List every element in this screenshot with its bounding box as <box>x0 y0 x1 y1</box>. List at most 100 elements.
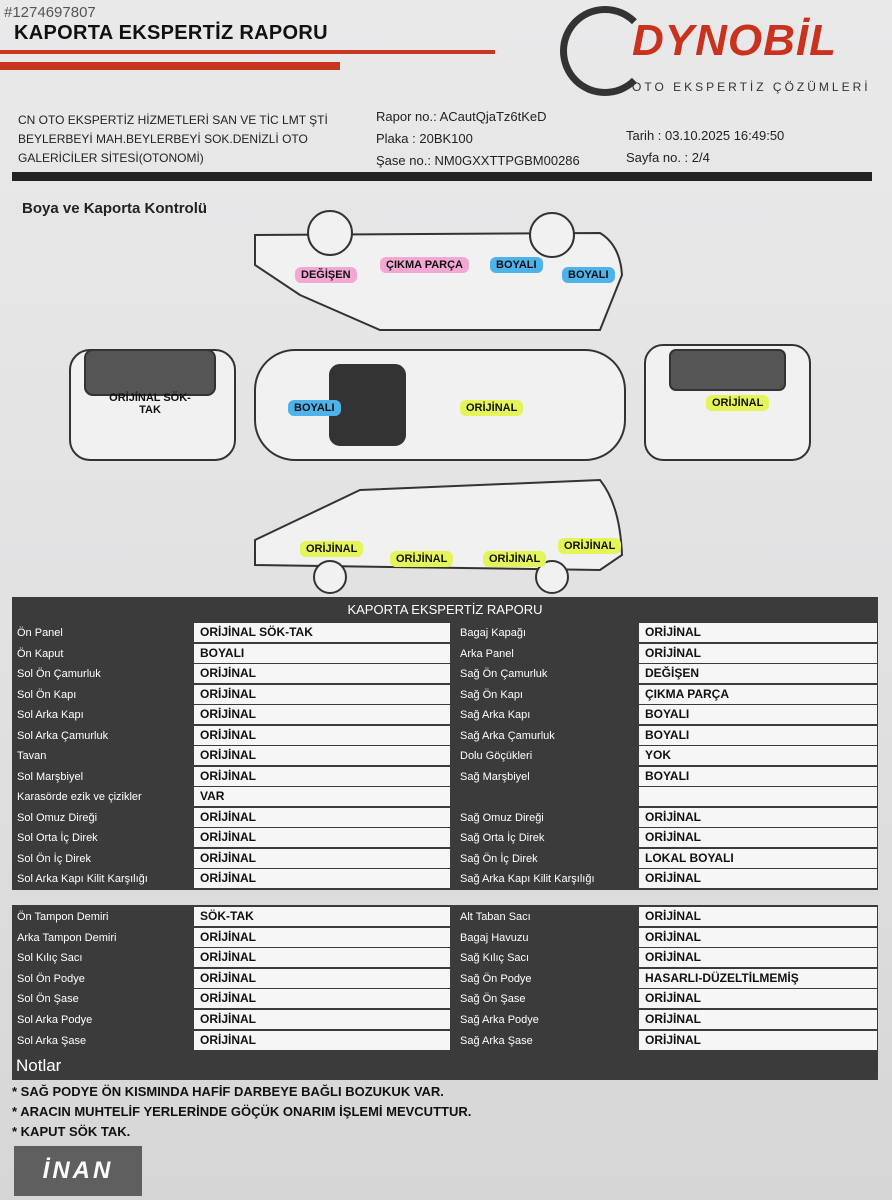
row-label: Sol Arka Kapı Kilit Karşılığı <box>12 869 192 889</box>
row-value: ORİJİNAL <box>639 644 877 664</box>
listing-id: #1274697807 <box>4 4 96 21</box>
label-front: ORİJİNAL SÖK-TAK <box>109 392 191 416</box>
label-left: ORİJİNAL <box>483 551 547 567</box>
row-value: DEĞİŞEN <box>639 664 877 684</box>
chassis-no: Şase no.: NM0GXXTTPGBM00286 <box>376 153 580 168</box>
row-label: Sağ Orta İç Direk <box>455 828 637 848</box>
label-boyali: BOYALI <box>562 267 615 283</box>
row-label: Sol Marşbiyel <box>12 767 192 787</box>
row-label: Sol Ön İç Direk <box>12 849 192 869</box>
company-line: BEYLERBEYİ MAH.BEYLERBEYİ SOK.DENİZLİ OT… <box>18 132 308 146</box>
row-value: ORİJİNAL <box>194 664 450 684</box>
row-label: Karasörde ezik ve çizikler <box>12 787 192 807</box>
row-label: Sağ Marşbiyel <box>455 767 637 787</box>
row-value: ORİJİNAL <box>639 1010 877 1030</box>
title-underline <box>0 50 495 54</box>
row-value: ORİJİNAL <box>194 1031 450 1051</box>
label-left: ORİJİNAL <box>300 541 364 557</box>
row-label: Ön Tampon Demiri <box>12 907 192 927</box>
row-value: SÖK-TAK <box>194 907 450 927</box>
row-label: Ön Panel <box>12 623 192 643</box>
row-value: ORİJİNAL <box>639 808 877 828</box>
notes-title: Notlar <box>12 1052 878 1080</box>
row-value: ORİJİNAL <box>194 726 450 746</box>
row-label: Arka Tampon Demiri <box>12 928 192 948</box>
row-label <box>455 787 637 807</box>
row-label: Sağ Kılıç Sacı <box>455 948 637 968</box>
table-title: KAPORTA EKSPERTİZ RAPORU <box>12 597 878 622</box>
row-value: BOYALI <box>639 705 877 725</box>
row-value: BOYALI <box>194 644 450 664</box>
row-label: Sağ Arka Çamurluk <box>455 726 637 746</box>
title-underline-2 <box>0 62 340 70</box>
row-label: Sağ Arka Şase <box>455 1031 637 1051</box>
car-diagram: DEĞİŞEN ÇIKMA PARÇA BOYALI BOYALI ORİJİN… <box>40 205 840 595</box>
row-value: BOYALI <box>639 767 877 787</box>
report-no: Rapor no.: ACautQjaTz6tKeD <box>376 109 547 124</box>
row-value: ORİJİNAL <box>194 808 450 828</box>
row-value: ORİJİNAL <box>639 869 877 889</box>
company-line: CN OTO EKSPERTİZ HİZMETLERİ SAN VE TİC L… <box>18 113 328 127</box>
report-title: KAPORTA EKSPERTİZ RAPORU <box>14 22 328 44</box>
row-value: ORİJİNAL <box>639 928 877 948</box>
row-value: ORİJİNAL <box>194 989 450 1009</box>
row-label: Bagaj Havuzu <box>455 928 637 948</box>
row-value: ORİJİNAL <box>194 746 450 766</box>
row-value: LOKAL BOYALI <box>639 849 877 869</box>
row-value: VAR <box>194 787 450 807</box>
row-value: ORİJİNAL <box>639 623 877 643</box>
row-label: Sol Arka Kapı <box>12 705 192 725</box>
row-value: ORİJİNAL <box>194 948 450 968</box>
row-value: ORİJİNAL <box>194 869 450 889</box>
row-value: ORİJİNAL <box>194 1010 450 1030</box>
row-label: Sağ Ön Podye <box>455 969 637 989</box>
row-label: Sol Kılıç Sacı <box>12 948 192 968</box>
note-item: * ARACIN MUHTELİF YERLERİNDE GÖÇÜK ONARI… <box>12 1104 472 1119</box>
divider <box>12 172 872 181</box>
row-value: HASARLI-DÜZELTİLMEMİŞ <box>639 969 877 989</box>
row-label: Sol Ön Podye <box>12 969 192 989</box>
row-value: ORİJİNAL <box>194 685 450 705</box>
row-value: ÇIKMA PARÇA <box>639 685 877 705</box>
label-hood: BOYALI <box>288 400 341 416</box>
row-value: ORİJİNAL <box>194 969 450 989</box>
row-label: Sağ Arka Podye <box>455 1010 637 1030</box>
logo-swirl-icon <box>560 6 650 96</box>
row-value: ORİJİNAL <box>194 928 450 948</box>
row-value: BOYALI <box>639 726 877 746</box>
row-value: ORİJİNAL <box>194 828 450 848</box>
label-roof: ORİJİNAL <box>460 400 524 416</box>
label-rear: ORİJİNAL <box>706 395 770 411</box>
plate: Plaka : 20BK100 <box>376 131 473 146</box>
row-label: Sol Ön Kapı <box>12 685 192 705</box>
row-value <box>639 787 877 807</box>
row-label: Sağ Ön İç Direk <box>455 849 637 869</box>
row-label: Bagaj Kapağı <box>455 623 637 643</box>
row-label: Alt Taban Sacı <box>455 907 637 927</box>
label-boyali: BOYALI <box>490 257 543 273</box>
company-info: CN OTO EKSPERTİZ HİZMETLERİ SAN VE TİC L… <box>18 111 328 168</box>
date-info: Tarih : 03.10.2025 16:49:50 Sayfa no. : … <box>626 125 784 169</box>
dynobil-logo: DYNOBİL OTO EKSPERTİZ ÇÖZÜMLERİ <box>560 6 890 96</box>
row-value: ORİJİNAL <box>194 849 450 869</box>
row-label: Sağ Ön Şase <box>455 989 637 1009</box>
row-label: Sağ Ön Çamurluk <box>455 664 637 684</box>
row-label: Sol Arka Çamurluk <box>12 726 192 746</box>
row-value: YOK <box>639 746 877 766</box>
page-number: Sayfa no. : 2/4 <box>626 150 710 165</box>
row-label: Sağ Arka Kapı Kilit Karşılığı <box>455 869 637 889</box>
report-info: Rapor no.: ACautQjaTz6tKeD Plaka : 20BK1… <box>376 106 580 172</box>
row-value: ORİJİNAL <box>639 1031 877 1051</box>
company-line: GALERİCİLER SİTESİ(OTONOMİ) <box>18 151 204 165</box>
section-title: Boya ve Kaporta Kontrolü <box>22 200 208 217</box>
row-label: Sol Arka Podye <box>12 1010 192 1030</box>
row-label: Sol Omuz Direği <box>12 808 192 828</box>
row-label: Sol Ön Şase <box>12 989 192 1009</box>
label-degisen: DEĞİŞEN <box>295 267 357 283</box>
note-item: * SAĞ PODYE ÖN KISMINDA HAFİF DARBEYE BA… <box>12 1084 444 1099</box>
row-value: ORİJİNAL <box>194 705 450 725</box>
row-label: Sağ Arka Kapı <box>455 705 637 725</box>
row-value: ORİJİNAL <box>194 767 450 787</box>
row-label: Sağ Omuz Direği <box>455 808 637 828</box>
label-left: ORİJİNAL <box>558 538 622 554</box>
